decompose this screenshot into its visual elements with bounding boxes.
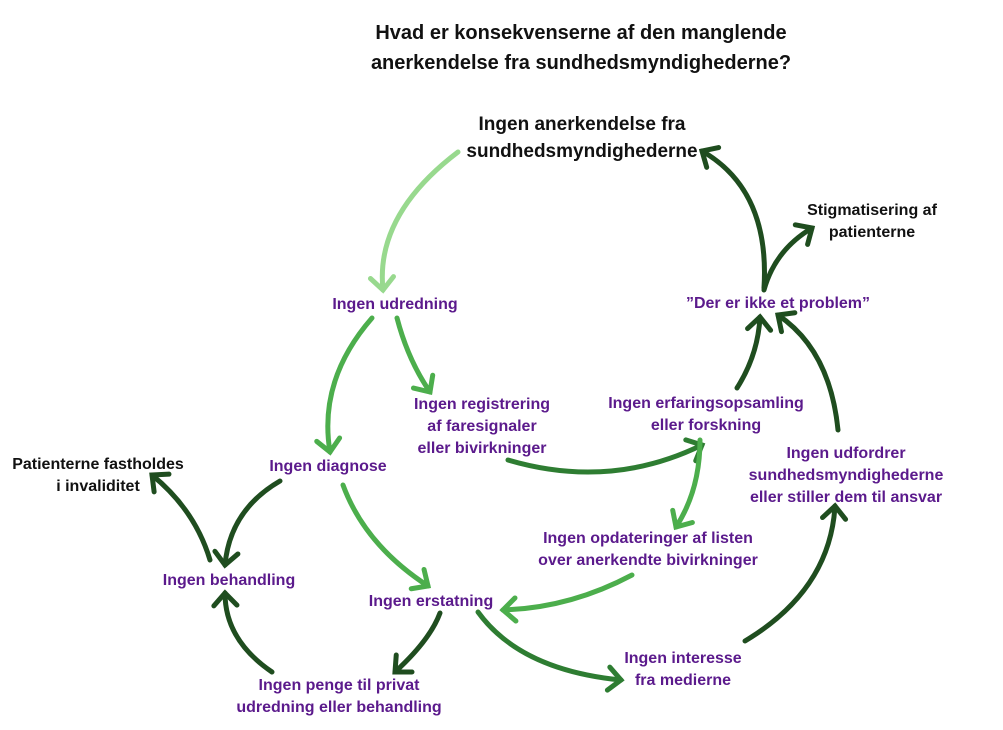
node-erfaring-line-2: eller forskning [650, 417, 762, 434]
arrow-erfaring-to-opdateringer [670, 437, 703, 531]
arrow-opdateringer-to-erstatning-shaft [500, 572, 635, 613]
node-behandling-line-1: Ingen behandling [162, 572, 296, 589]
node-udfordrer-line-1: Ingen udfordrer [786, 445, 906, 462]
arrow-diagnose-to-behandling [212, 478, 283, 569]
node-interesse-line-1: Ingen interesse [624, 650, 742, 667]
arrow-root-to-udredning [367, 149, 461, 294]
node-udredning-line-1: Ingen udredning [332, 296, 458, 313]
node-penge: Ingen penge til privat udredning eller b… [236, 675, 441, 719]
node-behandling: Ingen behandling [163, 570, 295, 592]
arrow-erstatning-to-penge-head [392, 652, 415, 675]
arrow-erstatning-to-penge-shaft [392, 610, 443, 675]
node-penge-line-1: Ingen penge til privat [258, 677, 420, 694]
arrow-problem-to-root [698, 145, 767, 291]
node-opdateringer: Ingen opdateringer af listen over anerke… [538, 528, 758, 572]
arrow-registrering-to-erfaring-shaft [505, 442, 705, 475]
arrow-diagnose-to-erstatning [340, 482, 432, 592]
node-opdateringer-line-2: over anerkendte bivirkninger [538, 552, 758, 569]
arrow-diagnose-to-behandling-shaft [222, 478, 283, 568]
node-erfaring-line-1: Ingen erfaringsopsamling [608, 395, 804, 412]
arrow-diagnose-to-erstatning-head [408, 566, 432, 592]
arrow-udfordrer-to-problem-head [775, 310, 798, 335]
node-penge-line-2: udredning eller behandling [236, 699, 442, 716]
arrow-erstatning-to-interesse [475, 609, 625, 693]
arrow-interesse-to-udfordrer [742, 502, 849, 644]
arrow-behandling-to-fastholdes-head [149, 471, 172, 495]
arrow-penge-to-behandling-shaft [222, 590, 275, 675]
arrow-root-to-udredning-shaft [379, 149, 461, 293]
arrow-udfordrer-to-problem-shaft [775, 312, 841, 433]
arrow-diagnose-to-behandling-head [212, 548, 241, 569]
arrow-udredning-to-diagnose [314, 315, 375, 456]
node-problem-line-1: ”Der er ikke et problem” [685, 295, 871, 312]
node-stigma-line-1: Stigmatisering af [807, 202, 937, 219]
node-stigma-line-2: patienterne [828, 224, 916, 241]
node-diagnose: Ingen diagnose [269, 456, 386, 478]
node-udfordrer-line-2: sundhedsmyndighederne [748, 467, 944, 484]
arrow-penge-to-behandling-head [211, 589, 240, 609]
arrow-erstatning-to-interesse-head [604, 664, 625, 693]
node-udfordrer-line-3: eller stiller dem til ansvar [749, 489, 943, 506]
arrow-behandling-to-fastholdes [149, 471, 213, 563]
node-fastholdes: Patienterne fastholdes i invaliditet [12, 454, 184, 498]
arrow-problem-to-stigma [761, 222, 816, 293]
arrow-udredning-to-diagnose-shaft [325, 315, 375, 455]
arrow-erfaring-to-problem-head [745, 313, 774, 333]
node-erstatning-line-1: Ingen erstatning [368, 593, 494, 610]
node-root-line-2: sundhedsmyndighederne [466, 141, 698, 162]
arrow-problem-to-root-head [698, 145, 722, 170]
node-registrering: Ingen registrering af faresignaler eller… [414, 394, 550, 460]
arrow-penge-to-behandling [211, 589, 275, 675]
arrow-erfaring-to-problem [734, 313, 774, 391]
node-stigma: Stigmatisering af patienterne [807, 200, 937, 244]
arrow-problem-to-root-shaft [699, 148, 767, 291]
node-root: Ingen anerkendelse fra sundhedsmyndighed… [466, 111, 697, 165]
arrow-interesse-to-udfordrer-head [820, 502, 849, 522]
arrow-opdateringer-to-erstatning-head [499, 595, 519, 624]
node-registrering-line-2: af faresignaler [427, 418, 537, 435]
arrow-diagnose-to-erstatning-shaft [340, 482, 431, 589]
node-registrering-line-3: eller bivirkninger [417, 440, 547, 457]
arrow-behandling-to-fastholdes-shaft [149, 472, 213, 563]
arrow-interesse-to-udfordrer-shaft [742, 503, 838, 644]
title-line-2: anerkendelse fra sundhedsmyndighederne? [370, 52, 792, 74]
arrow-erfaring-to-problem-shaft [734, 314, 763, 391]
arrow-erstatning-to-penge [392, 610, 443, 675]
node-interesse-line-2: fra medierne [634, 672, 732, 689]
title-line-1: Hvad er konsekvenserne af den manglende [375, 22, 787, 44]
node-problem: ”Der er ikke et problem” [686, 293, 870, 315]
arrow-erfaring-to-opdateringer-head [670, 507, 695, 531]
arrow-udredning-to-registrering-shaft [394, 315, 433, 395]
arrow-erfaring-to-opdateringer-shaft [673, 437, 703, 530]
node-udredning: Ingen udredning [332, 294, 457, 316]
node-root-line-1: Ingen anerkendelse fra [478, 114, 686, 135]
node-diagnose-line-1: Ingen diagnose [269, 458, 387, 475]
node-erfaring: Ingen erfaringsopsamling eller forskning [608, 393, 804, 437]
arrow-erstatning-to-interesse-shaft [475, 609, 624, 683]
node-fastholdes-line-2: i invaliditet [56, 478, 140, 495]
diagram-title: Hvad er konsekvenserne af den manglende … [371, 18, 791, 78]
arrow-udredning-to-registrering [394, 315, 436, 396]
node-interesse: Ingen interesse fra medierne [624, 648, 741, 692]
node-registrering-line-1: Ingen registrering [413, 396, 551, 413]
node-udfordrer: Ingen udfordrer sundhedsmyndighederne el… [749, 443, 944, 509]
arrow-udredning-to-diagnose-head [314, 435, 343, 456]
arrow-udredning-to-registrering-head [410, 372, 436, 396]
arrow-root-to-udredning-head [367, 274, 396, 294]
arrow-opdateringer-to-erstatning [499, 572, 635, 624]
node-erstatning: Ingen erstatning [369, 591, 493, 613]
arrow-problem-to-stigma-shaft [761, 225, 815, 293]
node-opdateringer-line-1: Ingen opdateringer af listen [543, 530, 753, 547]
arrow-udfordrer-to-problem [775, 310, 841, 433]
arrow-problem-to-stigma-head [792, 222, 816, 247]
node-fastholdes-line-1: Patienterne fastholdes [12, 456, 184, 473]
